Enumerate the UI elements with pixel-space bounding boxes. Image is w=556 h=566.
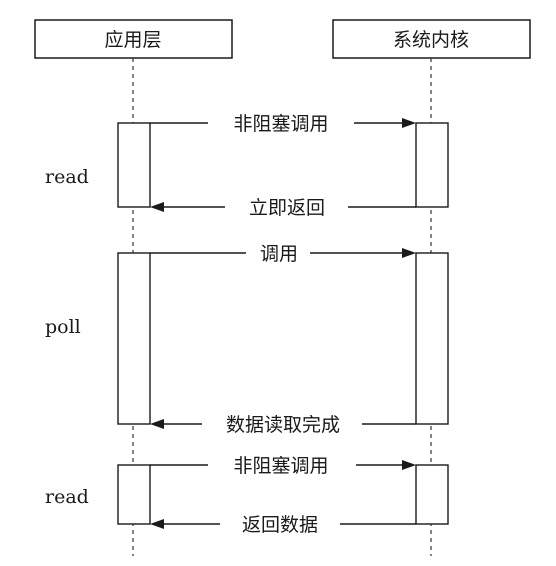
response-label-read-2: 返回数据 (242, 514, 318, 536)
phase-label-read-2: read (45, 486, 89, 508)
request-arrow-read-1 (150, 118, 416, 128)
response-arrow-read-2 (150, 519, 416, 529)
request-arrow-read-2 (150, 460, 416, 470)
phase-label-poll: poll (45, 316, 81, 338)
kernel-header-box (332, 19, 531, 59)
kernel-activation-read-2 (415, 464, 449, 525)
app-activation-read-2 (117, 464, 151, 525)
phase-label-read-1: read (45, 166, 89, 188)
app-layer-header-label: 应用层 (104, 29, 161, 51)
response-arrow-read-1 (150, 202, 416, 212)
kernel-activation-read-1 (415, 122, 449, 208)
app-activation-poll (117, 252, 151, 425)
request-label-read-1: 非阻塞调用 (233, 113, 328, 135)
response-label-poll: 数据读取完成 (226, 414, 340, 436)
response-label-read-1: 立即返回 (249, 197, 325, 219)
kernel-header-label: 系统内核 (393, 29, 469, 51)
kernel-activation-poll (415, 252, 449, 425)
request-arrow-poll (150, 248, 416, 258)
response-arrow-poll (150, 419, 416, 429)
request-label-read-2: 非阻塞调用 (233, 455, 328, 477)
request-label-poll: 调用 (260, 243, 298, 265)
app-layer-header-box (34, 19, 233, 59)
app-activation-read-1 (117, 122, 151, 208)
